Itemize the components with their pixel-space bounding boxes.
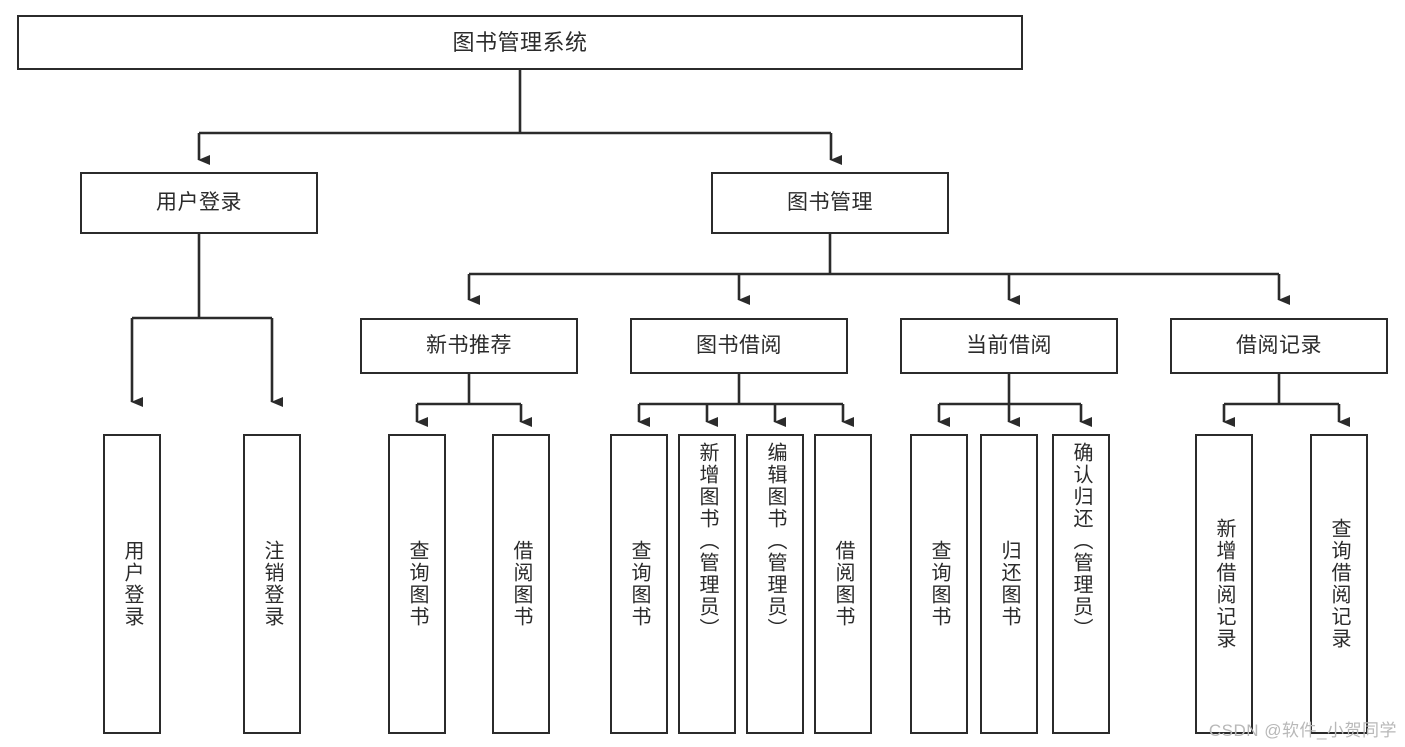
node-book-management-label: 图书管理 bbox=[787, 190, 873, 214]
leaf-query-book-recommend-label: 查询图书 bbox=[406, 540, 428, 628]
node-new-book-recommend-label: 新书推荐 bbox=[426, 333, 512, 357]
node-book-management[interactable]: 图书管理 bbox=[711, 172, 949, 234]
leaf-query-book-current[interactable]: 查询图书 bbox=[910, 434, 968, 734]
leaf-confirm-return-admin[interactable]: 确认归还（管理员） bbox=[1052, 434, 1110, 734]
node-current-borrow-label: 当前借阅 bbox=[966, 333, 1052, 357]
leaf-add-borrow-record[interactable]: 新增借阅记录 bbox=[1195, 434, 1253, 734]
leaf-confirm-return-admin-label: 确认归还（管理员） bbox=[1070, 442, 1092, 640]
leaf-borrow-book[interactable]: 借阅图书 bbox=[814, 434, 872, 734]
leaf-add-book-admin-label: 新增图书（管理员） bbox=[696, 442, 718, 640]
leaf-borrow-book-recommend-label: 借阅图书 bbox=[510, 540, 532, 628]
node-current-borrow[interactable]: 当前借阅 bbox=[900, 318, 1118, 374]
node-user-login[interactable]: 用户登录 bbox=[80, 172, 318, 234]
leaf-user-login[interactable]: 用户登录 bbox=[103, 434, 161, 734]
node-book-borrow-label: 图书借阅 bbox=[696, 333, 782, 357]
leaf-query-borrow-record[interactable]: 查询借阅记录 bbox=[1310, 434, 1368, 734]
leaf-query-book-borrow-label: 查询图书 bbox=[628, 540, 650, 628]
leaf-return-book[interactable]: 归还图书 bbox=[980, 434, 1038, 734]
leaf-add-borrow-record-label: 新增借阅记录 bbox=[1213, 518, 1235, 650]
leaf-query-book-recommend[interactable]: 查询图书 bbox=[388, 434, 446, 734]
leaf-query-borrow-record-label: 查询借阅记录 bbox=[1328, 518, 1350, 650]
leaf-edit-book-admin[interactable]: 编辑图书（管理员） bbox=[746, 434, 804, 734]
leaf-query-book-current-label: 查询图书 bbox=[928, 540, 950, 628]
leaf-logout-label: 注销登录 bbox=[261, 540, 283, 628]
leaf-return-book-label: 归还图书 bbox=[998, 540, 1020, 628]
node-user-login-label: 用户登录 bbox=[156, 190, 242, 214]
leaf-edit-book-admin-label: 编辑图书（管理员） bbox=[764, 442, 786, 640]
node-root-label: 图书管理系统 bbox=[452, 29, 588, 55]
leaf-query-book-borrow[interactable]: 查询图书 bbox=[610, 434, 668, 734]
node-borrow-record-label: 借阅记录 bbox=[1236, 333, 1322, 357]
leaf-borrow-book-label: 借阅图书 bbox=[832, 540, 854, 628]
leaf-user-login-label: 用户登录 bbox=[121, 540, 143, 628]
leaf-borrow-book-recommend[interactable]: 借阅图书 bbox=[492, 434, 550, 734]
node-book-borrow[interactable]: 图书借阅 bbox=[630, 318, 848, 374]
watermark: CSDN @软件_小贺同学 bbox=[1208, 721, 1397, 740]
leaf-logout[interactable]: 注销登录 bbox=[243, 434, 301, 734]
node-borrow-record[interactable]: 借阅记录 bbox=[1170, 318, 1388, 374]
node-new-book-recommend[interactable]: 新书推荐 bbox=[360, 318, 578, 374]
leaf-add-book-admin[interactable]: 新增图书（管理员） bbox=[678, 434, 736, 734]
node-root[interactable]: 图书管理系统 bbox=[17, 15, 1023, 70]
